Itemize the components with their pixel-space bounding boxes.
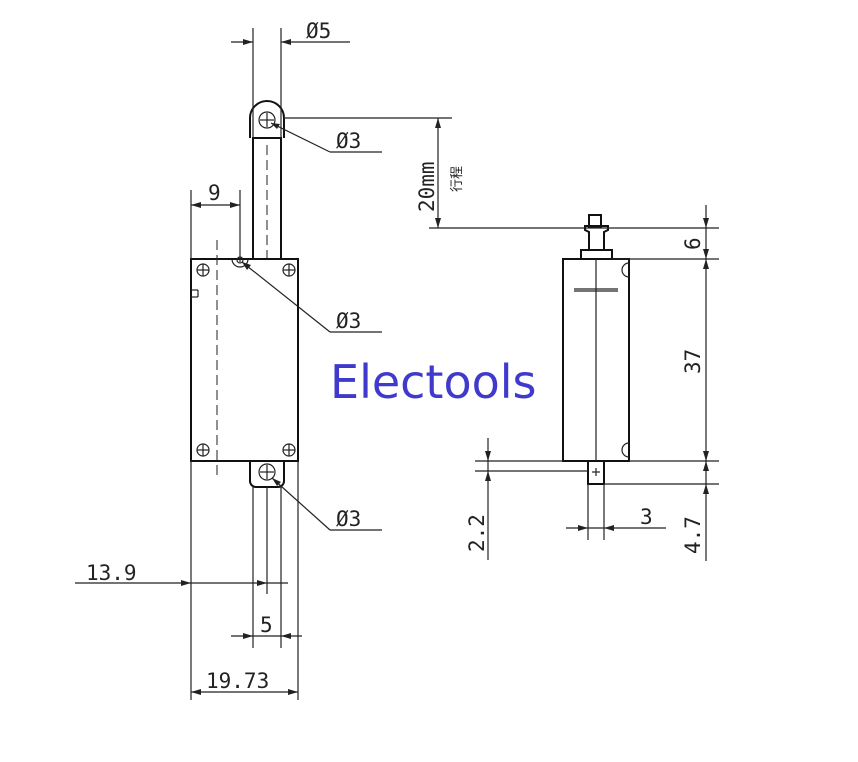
screw-icon [196,443,210,457]
label-width-13-9: 13.9 [86,561,137,585]
label-height-6: 6 [681,237,705,250]
top-notch [231,258,249,268]
label-stroke-note: 行程 [450,166,465,192]
dimension-labels: Ø5 Ø3 Ø3 Ø3 20mm 行程 9 13.9 5 19.73 6 37 … [86,19,705,693]
screw-icon [196,263,210,277]
label-width-3: 3 [640,505,653,529]
label-offset-9: 9 [208,181,221,205]
side-view [562,214,630,485]
label-width-5: 5 [260,613,273,637]
label-dia-top-hole: Ø3 [336,129,361,153]
rod-eye [249,100,285,138]
front-rod [252,137,282,260]
side-pin [587,460,605,485]
label-width-19-73: 19.73 [206,669,269,693]
label-dia-body-hole: Ø3 [336,309,361,333]
screw-icon [282,443,296,457]
label-height-2-2: 2.2 [465,514,489,552]
label-stroke-value: 20mm [415,161,439,212]
label-height-4-7: 4.7 [681,516,705,554]
screw-icon [282,263,296,277]
front-body [190,258,299,462]
label-dia-rod: Ø5 [306,19,331,43]
dimension-lines [75,28,719,700]
watermark-text: Electools [330,355,537,409]
label-height-37: 37 [681,349,705,374]
front-view [190,100,299,488]
label-dia-bottom-hole: Ø3 [336,507,361,531]
